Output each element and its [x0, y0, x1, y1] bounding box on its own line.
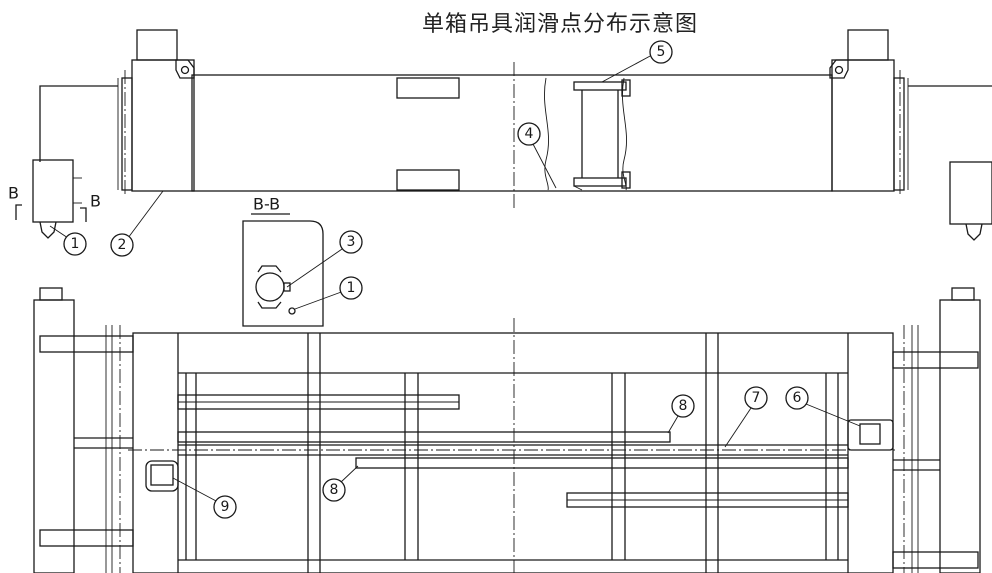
callout-3	[339, 230, 363, 254]
right-twistlock-pin	[965, 223, 983, 241]
section-view-label: B-B	[253, 195, 280, 214]
section-mark-left: B	[8, 184, 19, 203]
right-end-beam	[939, 299, 981, 573]
right-twistlock-box	[949, 161, 992, 225]
right-arm-flange	[893, 77, 905, 191]
left-top-box	[136, 29, 178, 61]
right-lower-arm	[892, 551, 979, 569]
callout-9-label: 9	[221, 499, 230, 515]
callout-8b	[322, 478, 346, 502]
left-lower-arm	[39, 529, 134, 547]
slide-top-plate	[573, 81, 627, 91]
right-lug-hole	[834, 65, 844, 75]
callout-8a-label: 8	[679, 398, 688, 414]
left-end-block	[131, 59, 195, 192]
callout-5	[649, 40, 673, 64]
right-top-box	[847, 29, 889, 61]
left-lug-hole	[180, 65, 190, 75]
slide-bottom-plate	[573, 177, 627, 187]
left-twistlock-box	[32, 159, 74, 223]
callout-1a	[63, 232, 87, 256]
callouts: 1 2 3 1 4 5 6 7 8 8	[49, 40, 861, 519]
callout-1b-label: 1	[347, 280, 356, 296]
section-outline	[242, 220, 324, 327]
callout-2	[110, 233, 134, 257]
left-lug	[175, 59, 195, 79]
callout-6-label: 6	[793, 390, 802, 406]
bottom-view	[33, 287, 981, 573]
main-beam	[191, 74, 833, 192]
callout-7-label: 7	[752, 390, 761, 406]
left-upper-arm	[39, 335, 134, 353]
section-view: B-B	[242, 195, 324, 327]
rod-upper	[177, 431, 671, 443]
lower-slot	[396, 169, 460, 191]
left-arm-flange	[121, 77, 133, 191]
callout-1a-label: 1	[71, 236, 80, 252]
slide-block	[859, 423, 881, 445]
callout-6	[785, 386, 809, 410]
left-twistlock-pin	[39, 221, 57, 239]
callout-9	[213, 495, 237, 519]
section-grease-point	[288, 307, 296, 315]
upper-slot	[396, 77, 460, 99]
callout-4	[517, 122, 541, 146]
callout-3-label: 3	[347, 234, 356, 250]
callout-5-label: 5	[657, 44, 666, 60]
rod-lower	[355, 457, 849, 469]
callout-4-label: 4	[525, 126, 534, 142]
right-upper-arm	[892, 351, 979, 369]
callout-2-label: 2	[118, 237, 127, 253]
diagram-title: 单箱吊具润滑点分布示意图	[421, 12, 698, 37]
callout-8a	[671, 394, 695, 418]
section-marks: B B	[8, 184, 101, 222]
main-frame	[132, 332, 894, 573]
right-lug	[829, 59, 849, 79]
pad-block	[150, 464, 174, 486]
section-cylinder	[255, 272, 285, 302]
section-mark-right: B	[90, 192, 101, 211]
callout-1b	[339, 276, 363, 300]
right-end-block	[831, 59, 895, 192]
callout-8b-label: 8	[330, 482, 339, 498]
top-view	[32, 29, 992, 241]
callout-7	[744, 386, 768, 410]
